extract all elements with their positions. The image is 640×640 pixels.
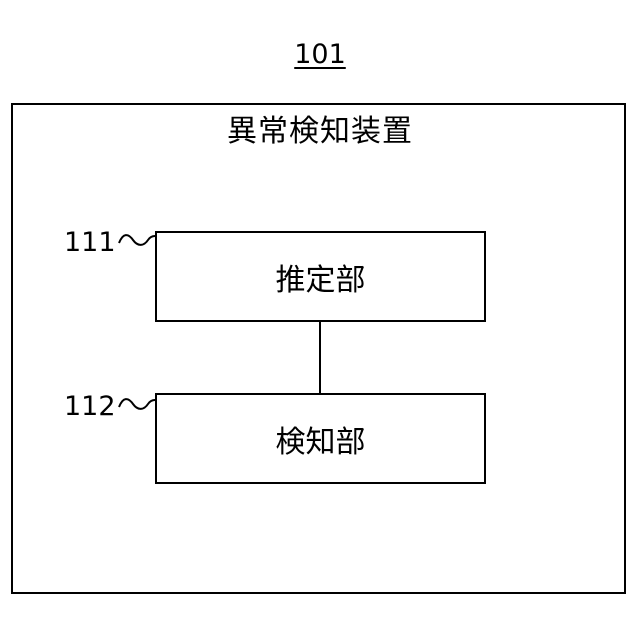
reference-label-112: 112: [64, 392, 124, 422]
connector-line: [319, 322, 321, 393]
detection-unit-label: 検知部: [276, 417, 366, 461]
leader-line-111: [118, 231, 158, 251]
detection-unit-block: 検知部: [155, 393, 486, 484]
reference-label-111: 111: [64, 228, 124, 258]
estimation-unit-label: 推定部: [276, 255, 366, 299]
estimation-unit-block: 推定部: [155, 231, 486, 322]
figure-number: 101: [270, 38, 370, 72]
device-title: 異常検知装置: [170, 113, 470, 151]
leader-line-112: [118, 395, 158, 415]
